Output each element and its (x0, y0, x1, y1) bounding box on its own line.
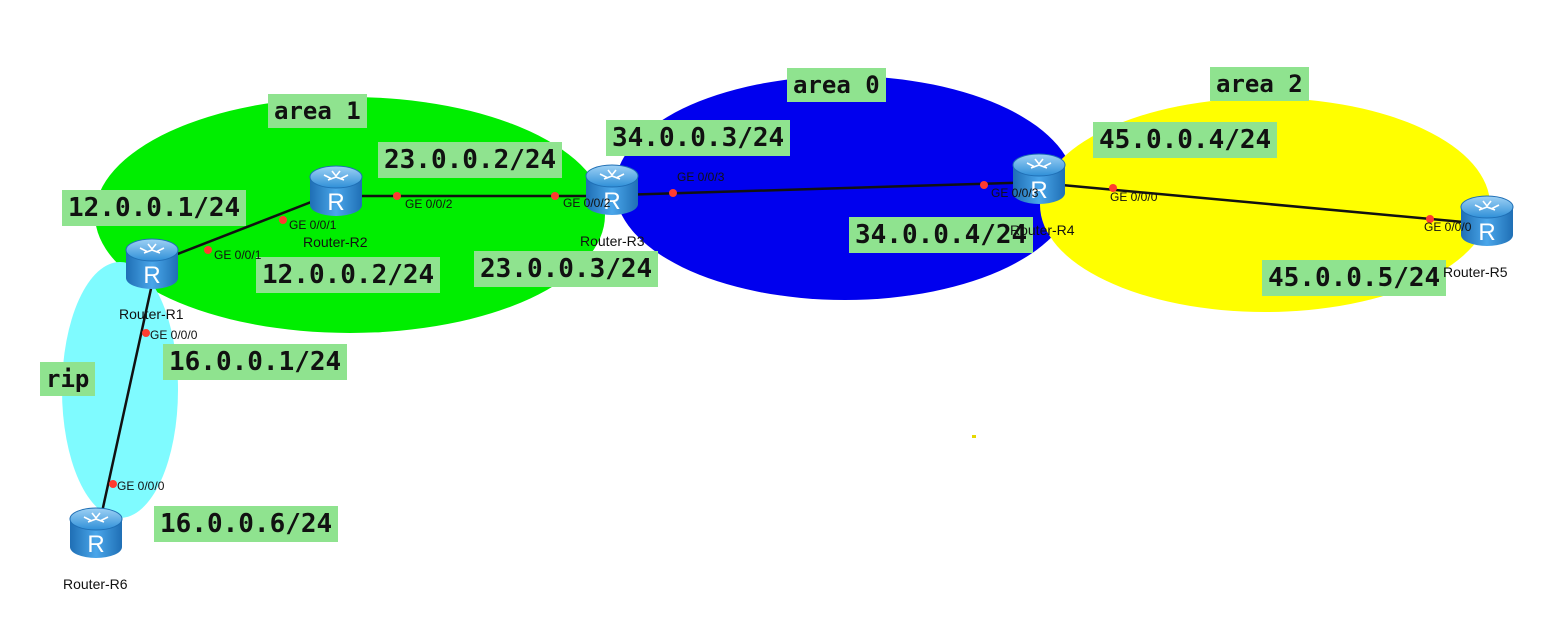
port-dot (109, 480, 117, 488)
router-icon-r6[interactable] (69, 507, 123, 559)
port-dot (551, 192, 559, 200)
port-label-r4-r3: GE 0/0/3 (991, 186, 1039, 200)
link-r3-r4 (617, 180, 1041, 197)
ip-label-34-0-0-3: 34.0.0.3/24 (606, 120, 791, 156)
router-name-r5: Router-R5 (1443, 264, 1508, 280)
ip-label-16-0-0-6: 16.0.0.6/24 (154, 506, 339, 542)
router-name-r2: Router-R2 (303, 234, 368, 250)
link-r1-r6 (95, 274, 156, 536)
router-name-r4: Router-R4 (1010, 222, 1075, 238)
ip-label-45-0-0-4: 45.0.0.4/24 (1093, 122, 1278, 158)
router-name-r3: Router-R3 (580, 233, 645, 249)
router-icon-r1[interactable] (125, 238, 179, 290)
port-dot (980, 181, 988, 189)
port-dot (1109, 184, 1117, 192)
port-dot (1426, 215, 1434, 223)
rip-label: rip (40, 362, 96, 396)
area-2-label: area 2 (1210, 67, 1309, 101)
port-label-r2-r1: GE 0/0/1 (289, 218, 337, 232)
port-label-r2-r3: GE 0/0/2 (405, 197, 453, 211)
port-dot (669, 189, 677, 197)
ip-label-12-0-0-2: 12.0.0.2/24 (256, 257, 441, 293)
rip-region (62, 262, 178, 518)
ip-label-16-0-0-1: 16.0.0.1/24 (163, 344, 348, 380)
router-name-r6: Router-R6 (63, 576, 128, 592)
port-label-r4-r5: GE 0/0/0 (1110, 190, 1158, 204)
port-label-r1-r2: GE 0/0/1 (214, 248, 262, 262)
port-label-r1-r6: GE 0/0/0 (150, 328, 198, 342)
port-dot (279, 216, 287, 224)
router-icon-r2[interactable] (309, 165, 363, 217)
stray-dot (972, 435, 976, 438)
port-label-r5-r4: GE 0/0/0 (1424, 220, 1472, 234)
ip-label-23-0-0-2: 23.0.0.2/24 (378, 142, 563, 178)
ip-label-12-0-0-1: 12.0.0.1/24 (62, 190, 247, 226)
port-label-r3-r2: GE 0/0/2 (563, 196, 611, 210)
port-dot (393, 192, 401, 200)
ip-label-34-0-0-4: 34.0.0.4/24 (849, 217, 1034, 253)
router-name-r1: Router-R1 (119, 306, 184, 322)
ip-label-45-0-0-5: 45.0.0.5/24 (1262, 260, 1447, 296)
port-dot (142, 329, 150, 337)
port-label-r6-r1: GE 0/0/0 (117, 479, 165, 493)
port-label-r3-r4: GE 0/0/3 (677, 170, 725, 184)
area-0-label: area 0 (787, 68, 886, 102)
area-1-label: area 1 (268, 94, 367, 128)
port-dot (204, 246, 212, 254)
ip-label-23-0-0-3: 23.0.0.3/24 (474, 251, 659, 287)
